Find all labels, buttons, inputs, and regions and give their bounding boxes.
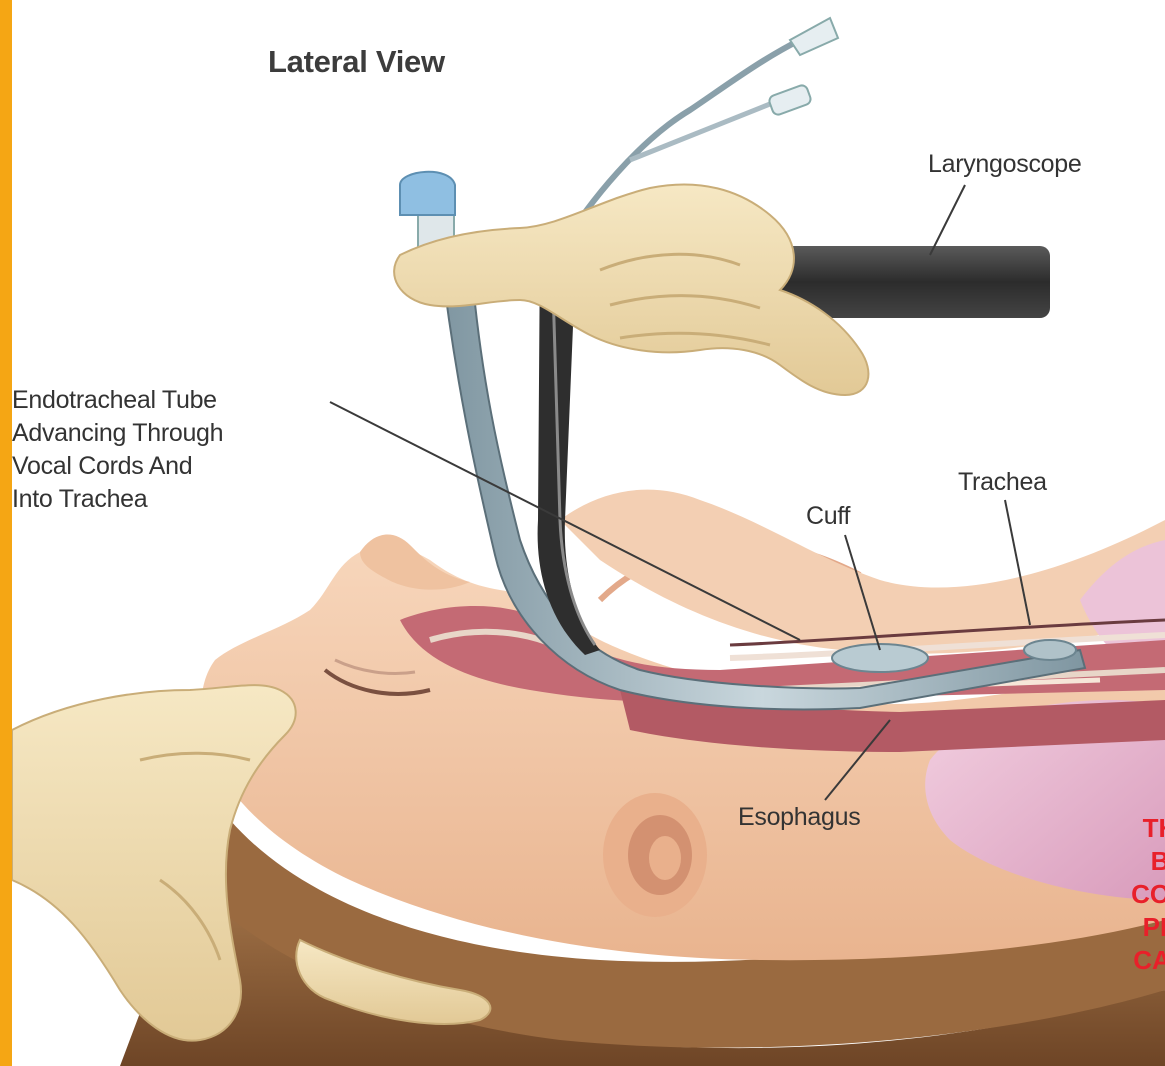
tube-connector-top [400, 172, 455, 215]
label-trachea: Trachea [958, 468, 1047, 497]
label-laryngoscope: Laryngoscope [928, 150, 1081, 179]
cropped-red-note: TH B COR PE CAL [1070, 812, 1165, 972]
red-note-line: COR [1070, 878, 1165, 911]
label-cuff: Cuff [806, 502, 850, 531]
figure-title: Lateral View [268, 44, 445, 80]
label-ett-line: Advancing Through [12, 417, 223, 450]
red-note-line: CAL [1070, 944, 1165, 972]
red-note-line: PE [1070, 911, 1165, 944]
frame-accent-bar [0, 0, 12, 1066]
label-esophagus: Esophagus [738, 803, 860, 832]
leader-laryngoscope [930, 185, 965, 255]
label-ett-line: Vocal Cords And [12, 450, 223, 483]
label-ett-line: Endotracheal Tube [12, 384, 223, 417]
red-note-line: B [1070, 845, 1165, 878]
label-ett-line: Into Trachea [12, 483, 223, 516]
ear [603, 793, 707, 917]
neck [560, 490, 1165, 654]
label-endotracheal-tube: Endotracheal Tube Advancing Through Voca… [12, 384, 223, 516]
red-note-line: TH [1070, 812, 1165, 845]
